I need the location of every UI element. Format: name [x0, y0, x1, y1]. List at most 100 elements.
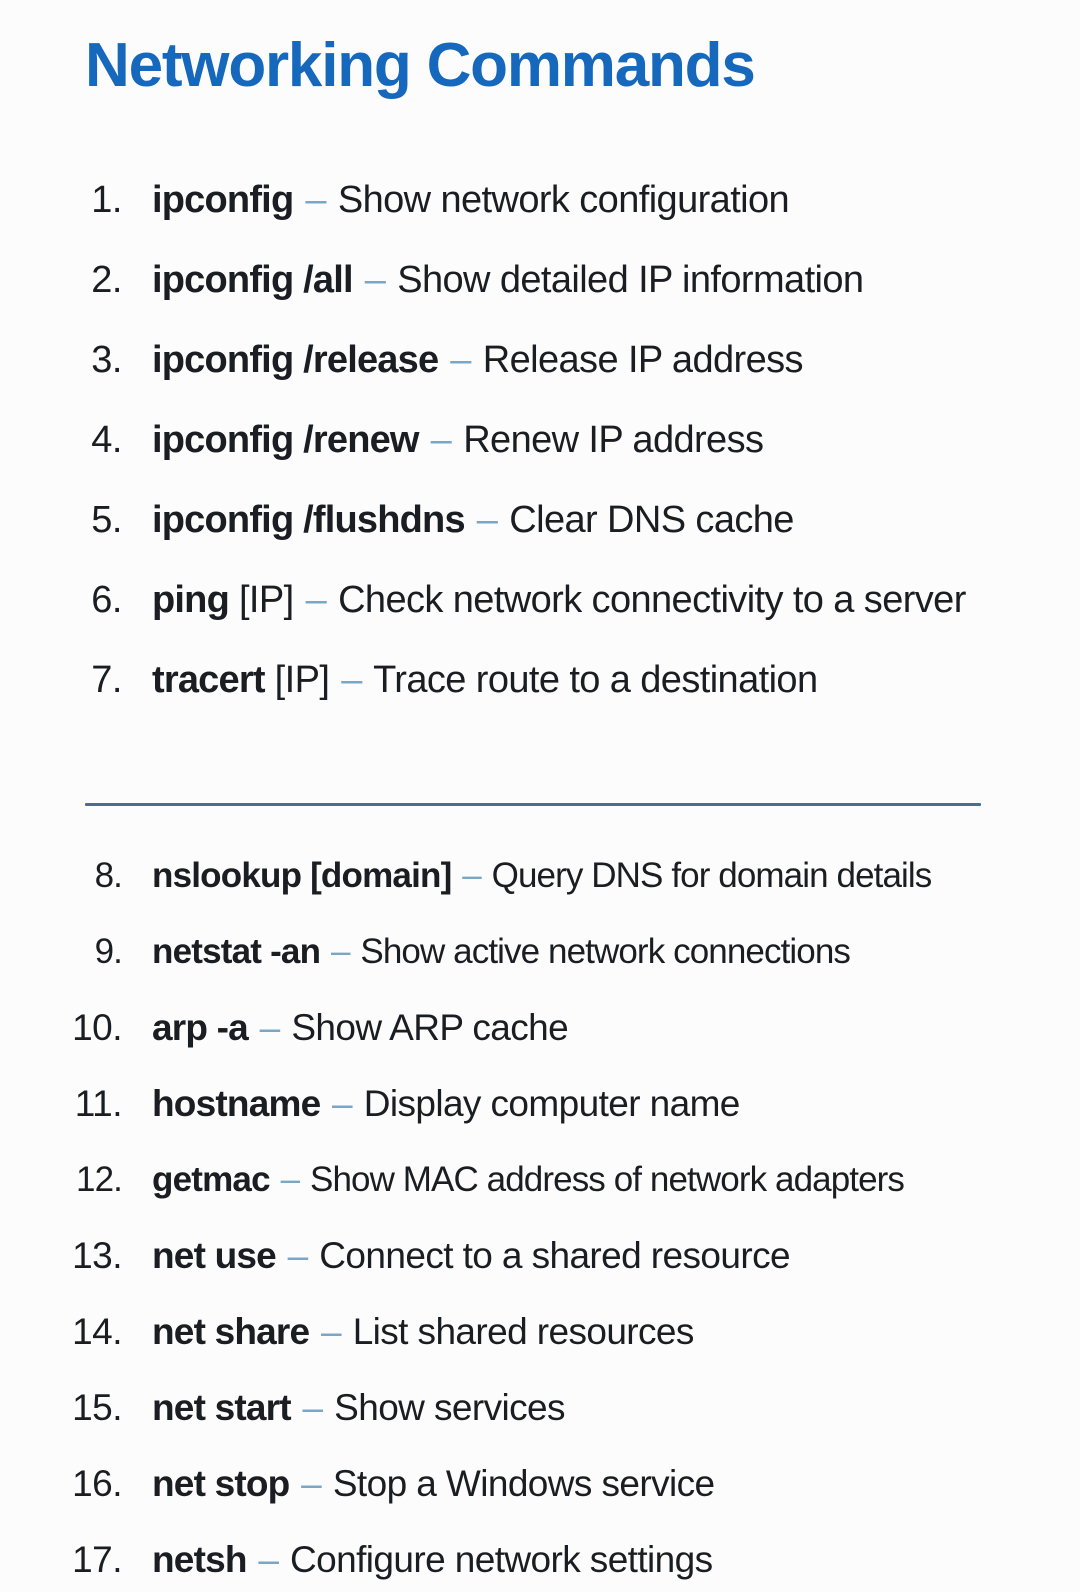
- command-list-item: 2. ipconfig /all – Show detailed IP infor…: [0, 240, 1080, 320]
- list-item-body: tracert [IP] – Trace route to a destinat…: [152, 640, 1080, 720]
- command-name: ping: [152, 579, 229, 621]
- list-item-number: 8.: [0, 838, 122, 914]
- command-description: Stop a Windows service: [333, 1463, 715, 1504]
- list-item-body: net use – Connect to a shared resource: [152, 1218, 1080, 1294]
- command-description: Show network configuration: [338, 179, 789, 221]
- command-list-item: 17. netsh – Configure network settings: [0, 1522, 1080, 1592]
- command-list-item: 12. getmac – Show MAC address of network …: [0, 1142, 1080, 1218]
- command-description: Show MAC address of network adapters: [310, 1160, 904, 1199]
- command-name: netsh: [152, 1539, 247, 1580]
- command-name: net start: [152, 1387, 291, 1428]
- list-item-body: netsh – Configure network settings: [152, 1522, 1080, 1592]
- command-name: ipconfig: [152, 179, 293, 221]
- command-name: net share: [152, 1311, 309, 1352]
- list-item-number: 4.: [0, 400, 122, 480]
- separator-dash: –: [258, 1007, 282, 1048]
- command-list-item: 7. tracert [IP] – Trace route to a destin…: [0, 640, 1080, 720]
- command-description: Check network connectivity to a server: [338, 579, 966, 621]
- separator-dash: –: [329, 932, 352, 971]
- command-name: net stop: [152, 1463, 289, 1504]
- separator-dash: –: [300, 1387, 324, 1428]
- command-argument: [IP]: [275, 659, 330, 701]
- command-description: Show ARP cache: [291, 1007, 568, 1048]
- list-item-number: 5.: [0, 480, 122, 560]
- command-list-upper: 1.ipconfig – Show network configuration2…: [0, 160, 1080, 720]
- separator-dash: –: [304, 579, 329, 621]
- list-item-body: arp -a – Show ARP cache: [152, 990, 1080, 1066]
- command-description: Display computer name: [364, 1083, 740, 1124]
- list-item-body: nslookup [domain] – Query DNS for domain…: [152, 838, 1080, 914]
- list-item-number: 3.: [0, 320, 122, 400]
- list-item-number: 6.: [0, 560, 122, 640]
- command-description: List shared resources: [353, 1311, 694, 1352]
- list-item-body: net stop – Stop a Windows service: [152, 1446, 1080, 1522]
- separator-dash: –: [299, 1463, 323, 1504]
- list-item-body: ipconfig /all – Show detailed IP informa…: [152, 240, 1080, 320]
- command-description: Trace route to a destination: [373, 659, 817, 701]
- command-argument: [IP]: [239, 579, 294, 621]
- command-list-item: 15. net start – Show services: [0, 1370, 1080, 1446]
- command-description: Clear DNS cache: [509, 499, 794, 541]
- command-name: hostname: [152, 1083, 320, 1124]
- separator-dash: –: [460, 856, 483, 895]
- separator-dash: –: [475, 499, 500, 541]
- list-item-number: 10.: [0, 990, 122, 1066]
- separator-dash: –: [330, 1083, 354, 1124]
- list-item-body: netstat -an – Show active network connec…: [152, 914, 1080, 990]
- list-item-number: 7.: [0, 640, 122, 720]
- command-description: Configure network settings: [290, 1539, 712, 1580]
- command-name: ipconfig /renew: [152, 419, 419, 461]
- list-item-body: ipconfig /flushdns – Clear DNS cache: [152, 480, 1080, 560]
- list-item-body: ipconfig – Show network configuration: [152, 160, 1080, 240]
- list-item-number: 12.: [0, 1142, 122, 1218]
- command-description: Show services: [334, 1387, 565, 1428]
- command-list-item: 10. arp -a – Show ARP cache: [0, 990, 1080, 1066]
- command-list-item: 5. ipconfig /flushdns – Clear DNS cache: [0, 480, 1080, 560]
- list-item-number: 9.: [0, 914, 122, 990]
- command-list-item: 4. ipconfig /renew – Renew IP address: [0, 400, 1080, 480]
- command-list-item: 13.net use – Connect to a shared resourc…: [0, 1218, 1080, 1294]
- list-item-number: 2.: [0, 240, 122, 320]
- command-name: netstat -an: [152, 932, 320, 971]
- list-item-body: net share – List shared resources: [152, 1294, 1080, 1370]
- separator-dash: –: [363, 259, 388, 301]
- command-list-lower: 8. nslookup [domain] – Query DNS for doma…: [0, 838, 1080, 1592]
- command-list-item: 14. net share – List shared resources: [0, 1294, 1080, 1370]
- command-name: arp -a: [152, 1007, 248, 1048]
- command-name: nslookup [domain]: [152, 856, 451, 895]
- list-item-number: 16.: [0, 1446, 122, 1522]
- separator-dash: –: [303, 179, 328, 221]
- command-name: ipconfig /release: [152, 339, 438, 381]
- separator-dash: –: [286, 1235, 310, 1276]
- list-item-body: ping [IP] – Check network connectivity t…: [152, 560, 982, 640]
- command-description: Connect to a shared resource: [319, 1235, 790, 1276]
- command-name: ipconfig /all: [152, 259, 353, 301]
- command-list-item: 6. ping [IP] – Check network connectivity…: [0, 560, 1080, 640]
- list-item-number: 11.: [0, 1066, 122, 1142]
- command-name: net use: [152, 1235, 276, 1276]
- separator-dash: –: [319, 1311, 343, 1352]
- command-list-item: 3. ipconfig /release – Release IP address: [0, 320, 1080, 400]
- list-item-body: net start – Show services: [152, 1370, 1080, 1446]
- list-item-body: getmac – Show MAC address of network ada…: [152, 1142, 1080, 1218]
- command-description: Show active network connections: [360, 932, 850, 971]
- separator-dash: –: [339, 659, 364, 701]
- command-list-item: 16. net stop – Stop a Windows service: [0, 1446, 1080, 1522]
- list-item-body: ipconfig /release – Release IP address: [152, 320, 1080, 400]
- list-item-number: 14.: [0, 1294, 122, 1370]
- list-item-body: hostname – Display computer name: [152, 1066, 1080, 1142]
- list-item-body: ipconfig /renew – Renew IP address: [152, 400, 1080, 480]
- list-item-number: 15.: [0, 1370, 122, 1446]
- command-list-item: 11. hostname – Display computer name: [0, 1066, 1080, 1142]
- list-item-number: 1.: [0, 160, 122, 240]
- command-name: getmac: [152, 1160, 270, 1199]
- separator-dash: –: [256, 1539, 280, 1580]
- command-name: tracert: [152, 659, 265, 701]
- command-description: Show detailed IP information: [397, 259, 863, 301]
- command-name: ipconfig /flushdns: [152, 499, 465, 541]
- list-item-number: 17.: [0, 1522, 122, 1592]
- section-divider: [85, 803, 981, 806]
- command-description: Query DNS for domain details: [492, 856, 932, 895]
- command-list-item: 1. ipconfig – Show network configuration: [0, 160, 1080, 240]
